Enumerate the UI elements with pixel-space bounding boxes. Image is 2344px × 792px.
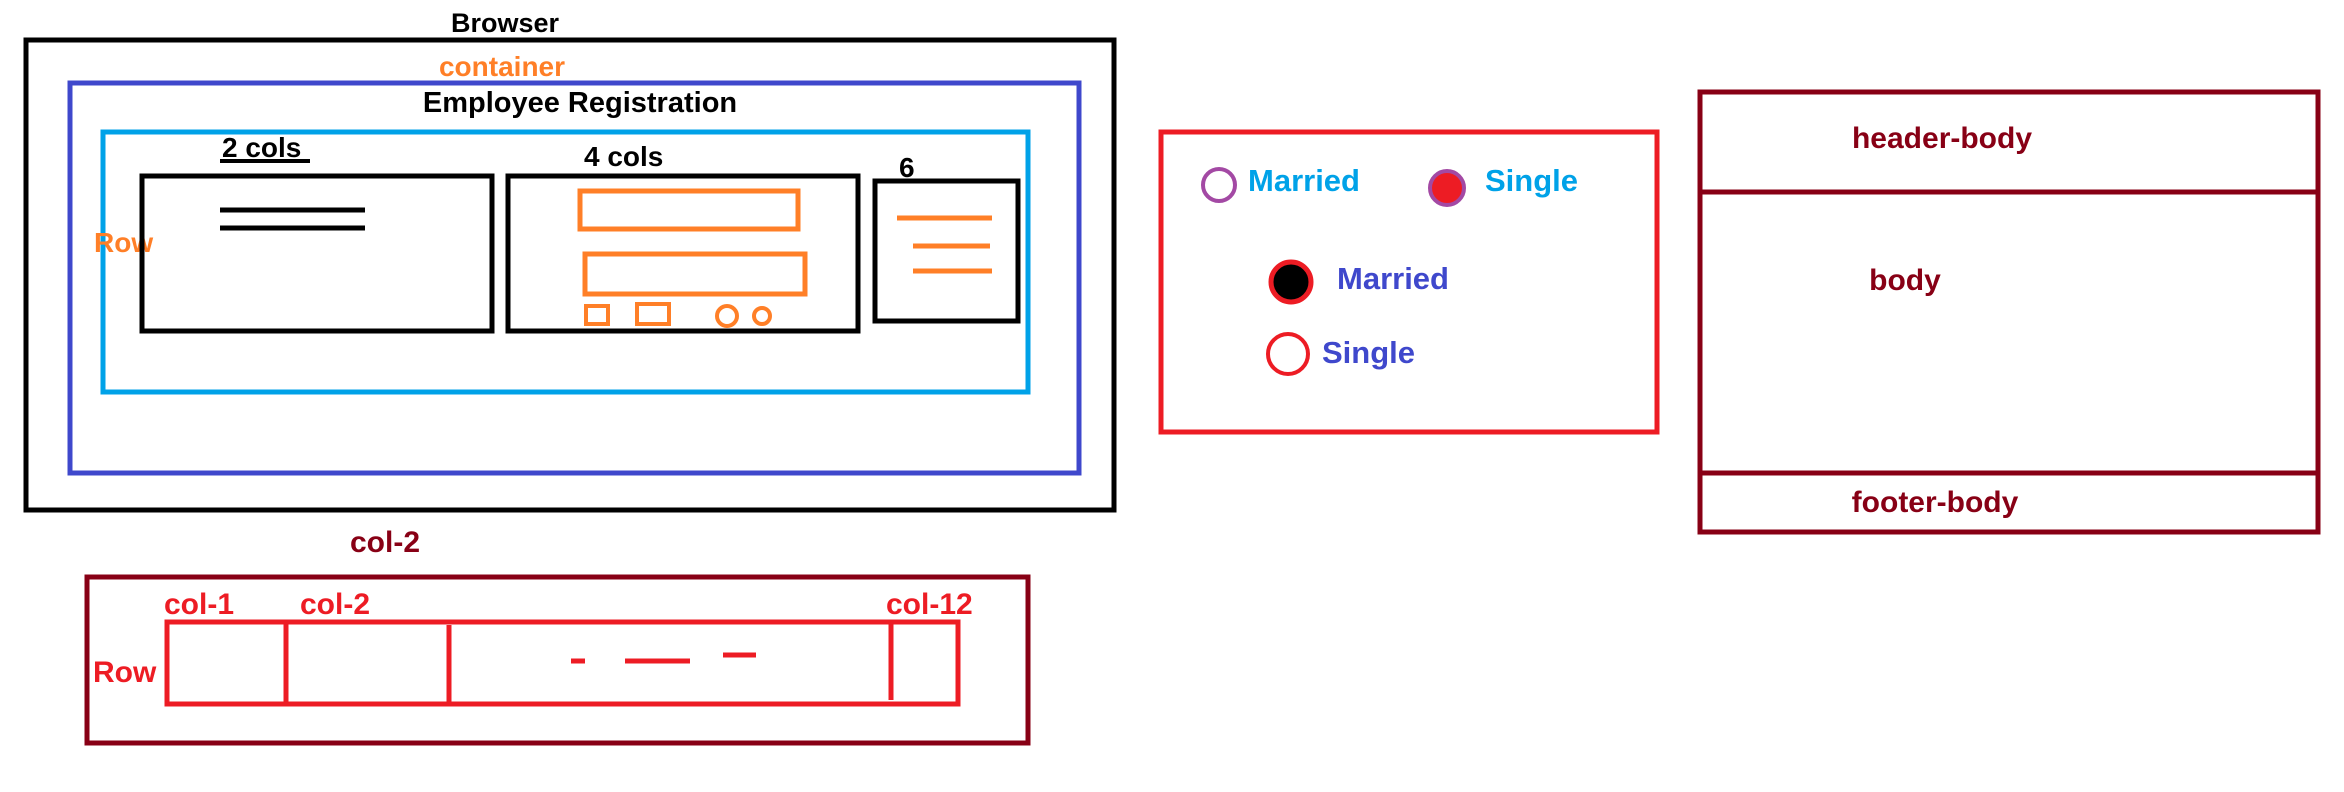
body-label: body [1869,264,1941,297]
checkbox-sketch [635,302,671,326]
grid-row-label: Row [93,656,157,689]
grid-col-12-label: col-12 [886,588,973,621]
col-2-label: 2 cols [222,132,301,163]
col-6-panel [872,178,1021,324]
radio-sketch-panel: Married Single Married Single [1158,129,1660,435]
col-2-panel [139,173,495,334]
grid-caption: col-2 [350,526,420,559]
col-6-label: 6 [899,152,915,183]
layout-sketch: Browser container Employee Registration … [23,8,1117,513]
grid-row-frame [164,619,961,707]
radio-checked-icon [1428,169,1466,207]
input-field-sketch [577,188,801,232]
radio-sketch [752,306,772,326]
header-body-label: header-body [1852,122,2032,155]
single-label: Single [1485,163,1578,198]
radio-sketch [715,304,739,328]
radio-unchecked-icon [1201,167,1237,203]
radio-unchecked-icon [1266,332,1310,376]
col-4-label: 4 cols [584,141,663,172]
footer-body-label: footer-body [1852,486,2019,519]
card-sketch: header-body body footer-body [1697,89,2321,535]
single-label-2: Single [1322,335,1415,370]
grid-col-2-label: col-2 [300,588,370,621]
container-label: container [439,51,565,82]
browser-frame [23,37,1117,513]
input-field-sketch [582,251,808,297]
married-label: Married [1248,163,1360,198]
row-frame [100,129,1031,395]
browser-label: Browser [451,8,560,38]
page-title: Employee Registration [423,87,737,119]
radio-frame [1158,129,1660,435]
checkbox-sketch [584,304,610,326]
card-frame [1697,89,2321,535]
col-4-panel [505,173,861,334]
grid-frame [84,574,1031,746]
grid-col-1-label: col-1 [164,588,234,621]
grid-sketch: col-2 Row col-1 col-2 col-12 [84,526,1031,746]
married-label-2: Married [1337,261,1449,296]
container-frame [67,80,1082,476]
radio-checked-icon [1268,259,1314,305]
